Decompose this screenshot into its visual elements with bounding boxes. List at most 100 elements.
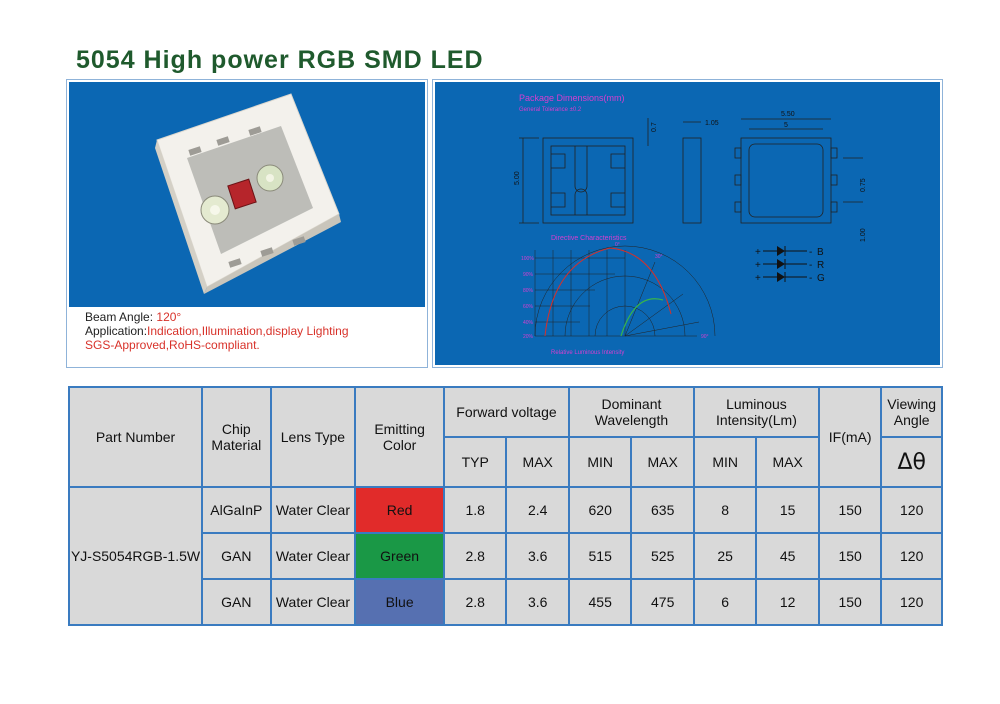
header-lm-min: MIN (692, 436, 758, 488)
pin-g-label: G (817, 273, 825, 284)
header-vf-max: MAX (505, 436, 570, 488)
header-viewing-angle: Viewing Angle (880, 386, 943, 438)
svg-text:20%: 20% (523, 334, 534, 340)
svg-text:-: - (809, 260, 812, 271)
lm-min-cell: 8 (692, 486, 758, 534)
header-dominant-wavelength: Dominant Wavelength (567, 386, 695, 438)
header-delta-theta: Δθ (880, 436, 943, 488)
vf-max-cell: 3.6 (505, 578, 570, 626)
directive-title: Directive Characteristics (551, 235, 627, 242)
svg-text:+: + (755, 260, 761, 271)
vf-max-cell: 2.4 (505, 486, 570, 534)
pin-b-label: B (817, 247, 824, 258)
vf-typ-cell: 2.8 (442, 532, 508, 580)
svg-text:80%: 80% (523, 288, 534, 294)
bottom-view (734, 118, 863, 224)
beam-angle-label: Beam Angle: (85, 310, 157, 324)
dim-1-05: 1.05 (705, 120, 719, 127)
pin-r-label: R (817, 260, 824, 271)
header-wl-max: MAX (630, 436, 695, 488)
dim-5: 5 (784, 122, 788, 129)
polar-labels: 100% 90% 80% 60% 40% 20% 0° 90° 30° (521, 242, 709, 340)
wl-max-cell: 525 (630, 532, 695, 580)
spec-table: Part Number Chip Material Lens Type Emit… (67, 386, 943, 626)
svg-text:0°: 0° (615, 242, 620, 248)
red-curve (544, 247, 672, 337)
led-illustration (155, 93, 341, 294)
wl-min-cell: 455 (567, 578, 633, 626)
package-dimensions-drawing: Package Dimensions(mm) General Tolerance… (435, 82, 940, 365)
dim-5-50: 5.50 (781, 111, 795, 118)
beam-angle-value: 120° (156, 310, 182, 324)
beam-angle-line: Beam Angle: 120° (85, 310, 349, 324)
lens-cell: Water Clear (269, 486, 357, 534)
wl-max-cell: 475 (630, 578, 695, 626)
application-value: Indication,Illumination,display Lighting (147, 324, 349, 338)
lm-max-cell: 12 (755, 578, 820, 626)
chip-cell: GAN (201, 578, 272, 626)
dim-0-7: 0.7 (651, 122, 658, 132)
product-photo-panel: Beam Angle: 120° Application:Indication,… (66, 79, 428, 368)
drawing-svg: Package Dimensions(mm) General Tolerance… (514, 93, 867, 356)
wl-min-cell: 620 (567, 486, 633, 534)
page-title: 5054 High power RGB SMD LED (76, 46, 484, 74)
directive-axis-label: Relative Luminous Intensity (551, 350, 624, 356)
angle-cell: 120 (880, 486, 943, 534)
application-label: Application: (85, 324, 148, 338)
lens-cell: Water Clear (269, 578, 357, 626)
svg-text:+: + (755, 273, 761, 284)
lm-max-cell: 15 (755, 486, 820, 534)
table-subheader-row: TYP MAX MIN MAX MIN MAX Δθ (69, 436, 943, 488)
color-cell-green: Green (354, 532, 445, 580)
wl-max-cell: 635 (630, 486, 695, 534)
svg-text:-: - (809, 247, 812, 258)
table-row: GAN Water Clear Green 2.8 3.6 515 525 25… (69, 532, 943, 580)
header-emitting-color: Emitting Color (354, 386, 445, 488)
svg-text:90°: 90° (701, 334, 709, 340)
dim-5-00: 5.00 (514, 171, 521, 185)
svg-text:40%: 40% (523, 320, 534, 326)
table-header-row: Part Number Chip Material Lens Type Emit… (67, 386, 943, 488)
header-lens-type: Lens Type (269, 386, 357, 488)
dim-0-75: 0.75 (860, 178, 867, 192)
vf-max-cell: 3.6 (505, 532, 570, 580)
certification-line: SGS-Approved,RoHS-compliant. (85, 338, 260, 352)
polar-grid (534, 245, 716, 337)
led-product-photo (69, 82, 425, 307)
header-if: IF(mA) (817, 386, 883, 488)
part-number-cell: YJ-S5054RGB-1.5W (67, 486, 204, 626)
if-cell: 150 (817, 578, 883, 626)
chip-cell: AlGaInP (201, 486, 272, 534)
application-line: Application:Indication,Illumination,disp… (85, 324, 349, 338)
angle-cell: 120 (880, 578, 943, 626)
header-forward-voltage: Forward voltage (442, 386, 570, 438)
chip-cell: GAN (201, 532, 272, 580)
color-cell-blue: Blue (354, 578, 445, 626)
if-cell: 150 (817, 532, 883, 580)
wl-min-cell: 515 (567, 532, 633, 580)
technical-drawing-panel: Package Dimensions(mm) General Tolerance… (432, 79, 943, 368)
table-row: YJ-S5054RGB-1.5W AlGaInP Water Clear Red… (67, 486, 943, 626)
dimensions-heading: Package Dimensions(mm) (519, 93, 625, 103)
pinout-diagram: + -B + -R + -G (755, 246, 825, 284)
lm-min-cell: 25 (692, 532, 758, 580)
product-caption: Beam Angle: 120° Application:Indication,… (85, 310, 349, 352)
header-part-number: Part Number (67, 386, 204, 488)
side-view (682, 121, 702, 224)
top-view (519, 118, 649, 224)
header-lm-max: MAX (755, 436, 820, 488)
svg-text:30°: 30° (655, 254, 663, 260)
table-row: GAN Water Clear Blue 2.8 3.6 455 475 6 1… (69, 578, 943, 626)
tolerance-note: General Tolerance ±0.2 (519, 107, 582, 113)
header-chip-material: Chip Material (201, 386, 272, 488)
lm-min-cell: 6 (692, 578, 758, 626)
svg-text:+: + (755, 247, 761, 258)
if-cell: 150 (817, 486, 883, 534)
vf-typ-cell: 2.8 (442, 578, 508, 626)
svg-text:60%: 60% (523, 304, 534, 310)
svg-text:-: - (809, 273, 812, 284)
lens-cell: Water Clear (269, 532, 357, 580)
header-luminous-intensity: Luminous Intensity(Lm) (692, 386, 820, 438)
svg-text:90%: 90% (523, 272, 534, 278)
lm-max-cell: 45 (755, 532, 820, 580)
